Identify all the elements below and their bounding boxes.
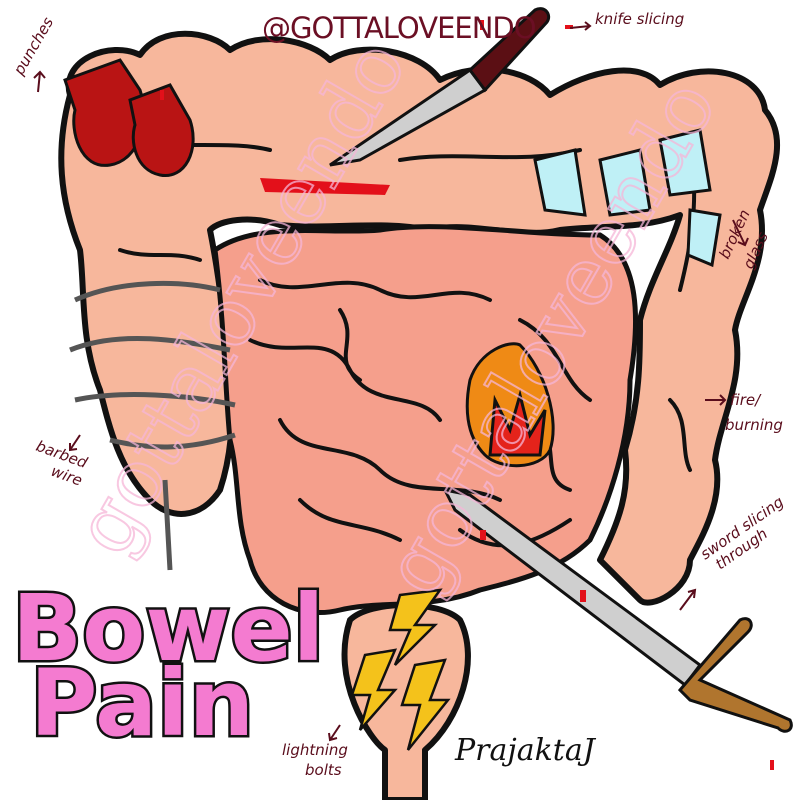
title-line-1: Bowel — [12, 575, 324, 682]
boxing-gloves-icon — [63, 58, 195, 177]
sword-icon — [442, 487, 793, 733]
barbed-wire-icon — [69, 280, 236, 571]
blood-marks — [160, 20, 774, 770]
annotation-lightning-2: bolts — [305, 761, 342, 779]
annotation-arrows — [33, 21, 749, 742]
annotation-punches: punches — [9, 14, 57, 79]
knife-icon — [329, 7, 551, 167]
title-line-2: Pain — [30, 650, 254, 757]
annotation-fire-2: burning — [725, 416, 783, 434]
artist-handle: @GOTTALOVEENDO — [262, 11, 536, 45]
broken-glass-icon — [533, 128, 722, 268]
lightning-bolts-icon — [350, 588, 451, 751]
annotation-fire-1: fire/ — [730, 391, 762, 409]
fire-icon — [465, 342, 555, 468]
annotation-knife: knife slicing — [595, 10, 684, 28]
artist-signature: PrajaktaJ — [454, 733, 597, 768]
annotation-lightning-1: lightning — [282, 741, 348, 759]
